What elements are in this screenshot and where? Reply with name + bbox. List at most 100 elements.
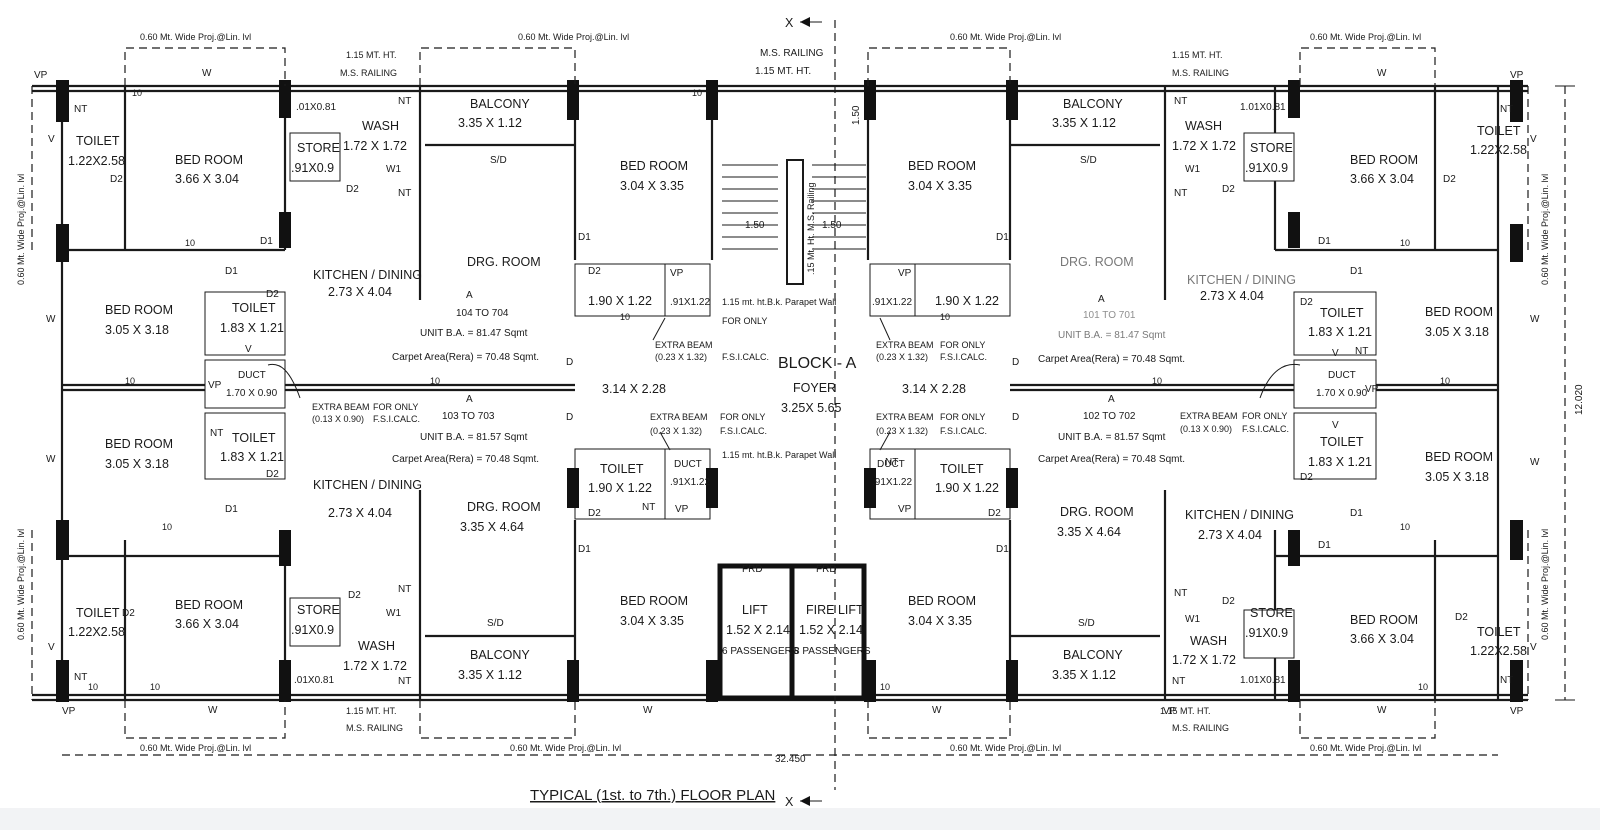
unit-ba-703: UNIT B.A. = 81.57 Sqmt bbox=[420, 432, 528, 443]
thk-16: 10 bbox=[880, 682, 890, 692]
unit-carpet-702: Carpet Area(Rera) = 70.48 Sqmt. bbox=[1038, 454, 1185, 465]
unit-type-703: A bbox=[466, 394, 473, 405]
opening-br: 1.01X0.81 bbox=[1240, 675, 1286, 686]
railing-ht-tl: 1.15 MT. HT. bbox=[346, 50, 397, 60]
core-toilet-size-br: 1.90 X 1.22 bbox=[935, 481, 999, 495]
fsi-ml: F.S.I.CALC. bbox=[373, 414, 420, 424]
proj-label-bottom-3: 0.60 Mt. Wide Proj.@Lin. lvl bbox=[950, 743, 1061, 753]
core-duct-label-bl: DUCT bbox=[674, 459, 702, 470]
v-mark-tl: V bbox=[48, 134, 55, 145]
thk-2: 10 bbox=[185, 238, 195, 248]
railing-tl: M.S. RAILING bbox=[340, 68, 397, 78]
d1-mark-bcr: D1 bbox=[996, 544, 1009, 555]
room-label-bed-bcr: BED ROOM bbox=[908, 594, 976, 608]
core-toilet-label-br: TOILET bbox=[940, 462, 984, 476]
for-only-mr: FOR ONLY bbox=[1242, 411, 1287, 421]
d2-mark-tl2: D2 bbox=[346, 184, 359, 195]
proj-label-left-2: 0.60 Mt. Wide Proj.@Lin. lvl bbox=[16, 529, 26, 640]
room-label-wash-tl: WASH bbox=[362, 119, 399, 133]
w-mark-bc: W bbox=[643, 705, 653, 716]
room-label-drg-tl: DRG. ROOM bbox=[467, 255, 541, 269]
room-label-wash-tr: WASH bbox=[1185, 119, 1222, 133]
frd-left: FRD bbox=[742, 564, 763, 575]
room-label-bed-bc: BED ROOM bbox=[620, 594, 688, 608]
lift-label: LIFT bbox=[742, 603, 768, 617]
proj-label-right-1: 0.60 Mt. Wide Proj.@Lin. lvl bbox=[1540, 174, 1550, 285]
room-label-kitchen-bl: KITCHEN / DINING bbox=[313, 478, 422, 492]
d-mark-l2: D bbox=[566, 412, 573, 423]
room-size-store-br: .91X0.9 bbox=[1245, 626, 1288, 640]
room-label-bed-tcr: BED ROOM bbox=[908, 159, 976, 173]
w1-mark-tr: W1 bbox=[1185, 164, 1200, 175]
room-label-store-tl: STORE bbox=[297, 141, 340, 155]
d2-mark-bcr: D2 bbox=[988, 508, 1001, 519]
d2-mark-ml: D2 bbox=[266, 289, 279, 300]
nt-mark-br2: NT bbox=[1500, 675, 1513, 686]
d1-mark-tl2: D1 bbox=[225, 266, 238, 277]
fire-lift-label: FIRE LIFT bbox=[806, 603, 864, 617]
room-size-wash-tr: 1.72 X 1.72 bbox=[1172, 139, 1236, 153]
nt-mark-br: NT bbox=[1174, 588, 1187, 599]
nt-mark-br3: NT bbox=[1172, 676, 1185, 687]
thk-5: 10 bbox=[162, 522, 172, 532]
vp-mark-tcr: VP bbox=[898, 268, 912, 279]
vp-mark-bc: VP bbox=[675, 504, 689, 515]
core-railing-label: M.S. RAILING bbox=[760, 48, 824, 59]
room-label-balcony-bl: BALCONY bbox=[470, 648, 530, 662]
w-mark-ml: W bbox=[46, 314, 56, 325]
sd-tr: S/D bbox=[1080, 155, 1097, 166]
beam-size-ml: (0.13 X 0.90) bbox=[312, 414, 364, 424]
extra-beam-ml: EXTRA BEAM bbox=[312, 402, 370, 412]
vp-mark-tl: VP bbox=[34, 70, 48, 81]
for-only-ml: FOR ONLY bbox=[373, 402, 418, 412]
room-size-bed-mr: 3.05 X 3.18 bbox=[1425, 325, 1489, 339]
nt-mark-bl3: NT bbox=[74, 672, 87, 683]
railing-ht-tr: 1.15 MT. HT. bbox=[1172, 50, 1223, 60]
proj-label-left-1: 0.60 Mt. Wide Proj.@Lin. lvl bbox=[16, 174, 26, 285]
unit-type-702: A bbox=[1108, 394, 1115, 405]
room-label-bed-mr2: BED ROOM bbox=[1425, 450, 1493, 464]
for-only-core-br: FOR ONLY bbox=[940, 412, 985, 422]
unit-type-704: A bbox=[466, 290, 473, 301]
v-mark-tr: V bbox=[1530, 134, 1537, 145]
d-mark-l: D bbox=[566, 357, 573, 368]
d1-mark-mr2: D1 bbox=[1318, 540, 1331, 551]
room-size-bed-ml2: 3.05 X 3.18 bbox=[105, 457, 169, 471]
w1-mark-tl: W1 bbox=[386, 164, 401, 175]
viewer-bottom-bar bbox=[0, 808, 1600, 830]
opening-annotations: VP NT V W D2 D1 D1 D2 W1 NT NT W D2 V VP… bbox=[34, 68, 1540, 717]
sd-br: S/D bbox=[1078, 618, 1095, 629]
nt-mark-tr3: NT bbox=[1174, 188, 1187, 199]
room-size-toilet-tr: 1.22X2.58 bbox=[1470, 143, 1527, 157]
parapet-lower: 1.15 mt. ht.B.k. Parapet Wall bbox=[722, 450, 836, 460]
room-size-wash-tl: 1.72 X 1.72 bbox=[343, 139, 407, 153]
room-label-toilet-tr: TOILET bbox=[1477, 124, 1521, 138]
d-mark-r: D bbox=[1012, 357, 1019, 368]
overall-depth-dim: 12.020 bbox=[1574, 384, 1585, 415]
for-only-core-tr: FOR ONLY bbox=[940, 340, 985, 350]
room-label-kitchen-br: KITCHEN / DINING bbox=[1185, 508, 1294, 522]
plan-title: TYPICAL (1st. to 7th.) FLOOR PLAN bbox=[530, 787, 775, 804]
room-size-kitchen-tl: 2.73 X 4.04 bbox=[328, 285, 392, 299]
d1-mark-bc: D1 bbox=[578, 544, 591, 555]
room-label-toilet-bl: TOILET bbox=[76, 606, 120, 620]
proj-label-top-2: 0.60 Mt. Wide Proj.@Lin. lvl bbox=[518, 32, 629, 42]
room-size-balcony-bl: 3.35 X 1.12 bbox=[458, 668, 522, 682]
beam-size-mr: (0.13 X 0.90) bbox=[1180, 424, 1232, 434]
beam-size-core-br: (0.23 X 1.32) bbox=[876, 426, 928, 436]
room-size-wash-br: 1.72 X 1.72 bbox=[1172, 653, 1236, 667]
unit-ba-701: UNIT B.A. = 81.47 Sqmt bbox=[1058, 330, 1166, 341]
nt-mark-ml: NT bbox=[210, 428, 223, 439]
core-toilet-size-tl: 1.90 X 1.22 bbox=[588, 294, 652, 308]
core-duct-size-br: .91X1.22 bbox=[872, 477, 912, 488]
fire-lift-capacity: 8 PASSENGERS bbox=[794, 646, 871, 657]
nt-mark-tl2: NT bbox=[398, 96, 411, 107]
beam-size-core-bl: (0.23 X 1.32) bbox=[650, 426, 702, 436]
block-name: BLOCK - A bbox=[778, 355, 857, 372]
vp-mark-ml: VP bbox=[208, 380, 222, 391]
d2-mark-tr2: D2 bbox=[1222, 184, 1235, 195]
d1-mark-tc: D1 bbox=[578, 232, 591, 243]
railing-bl: M.S. RAILING bbox=[346, 723, 403, 733]
w-mark-bl: W bbox=[208, 705, 218, 716]
room-size-store-bl: .91X0.9 bbox=[291, 623, 334, 637]
